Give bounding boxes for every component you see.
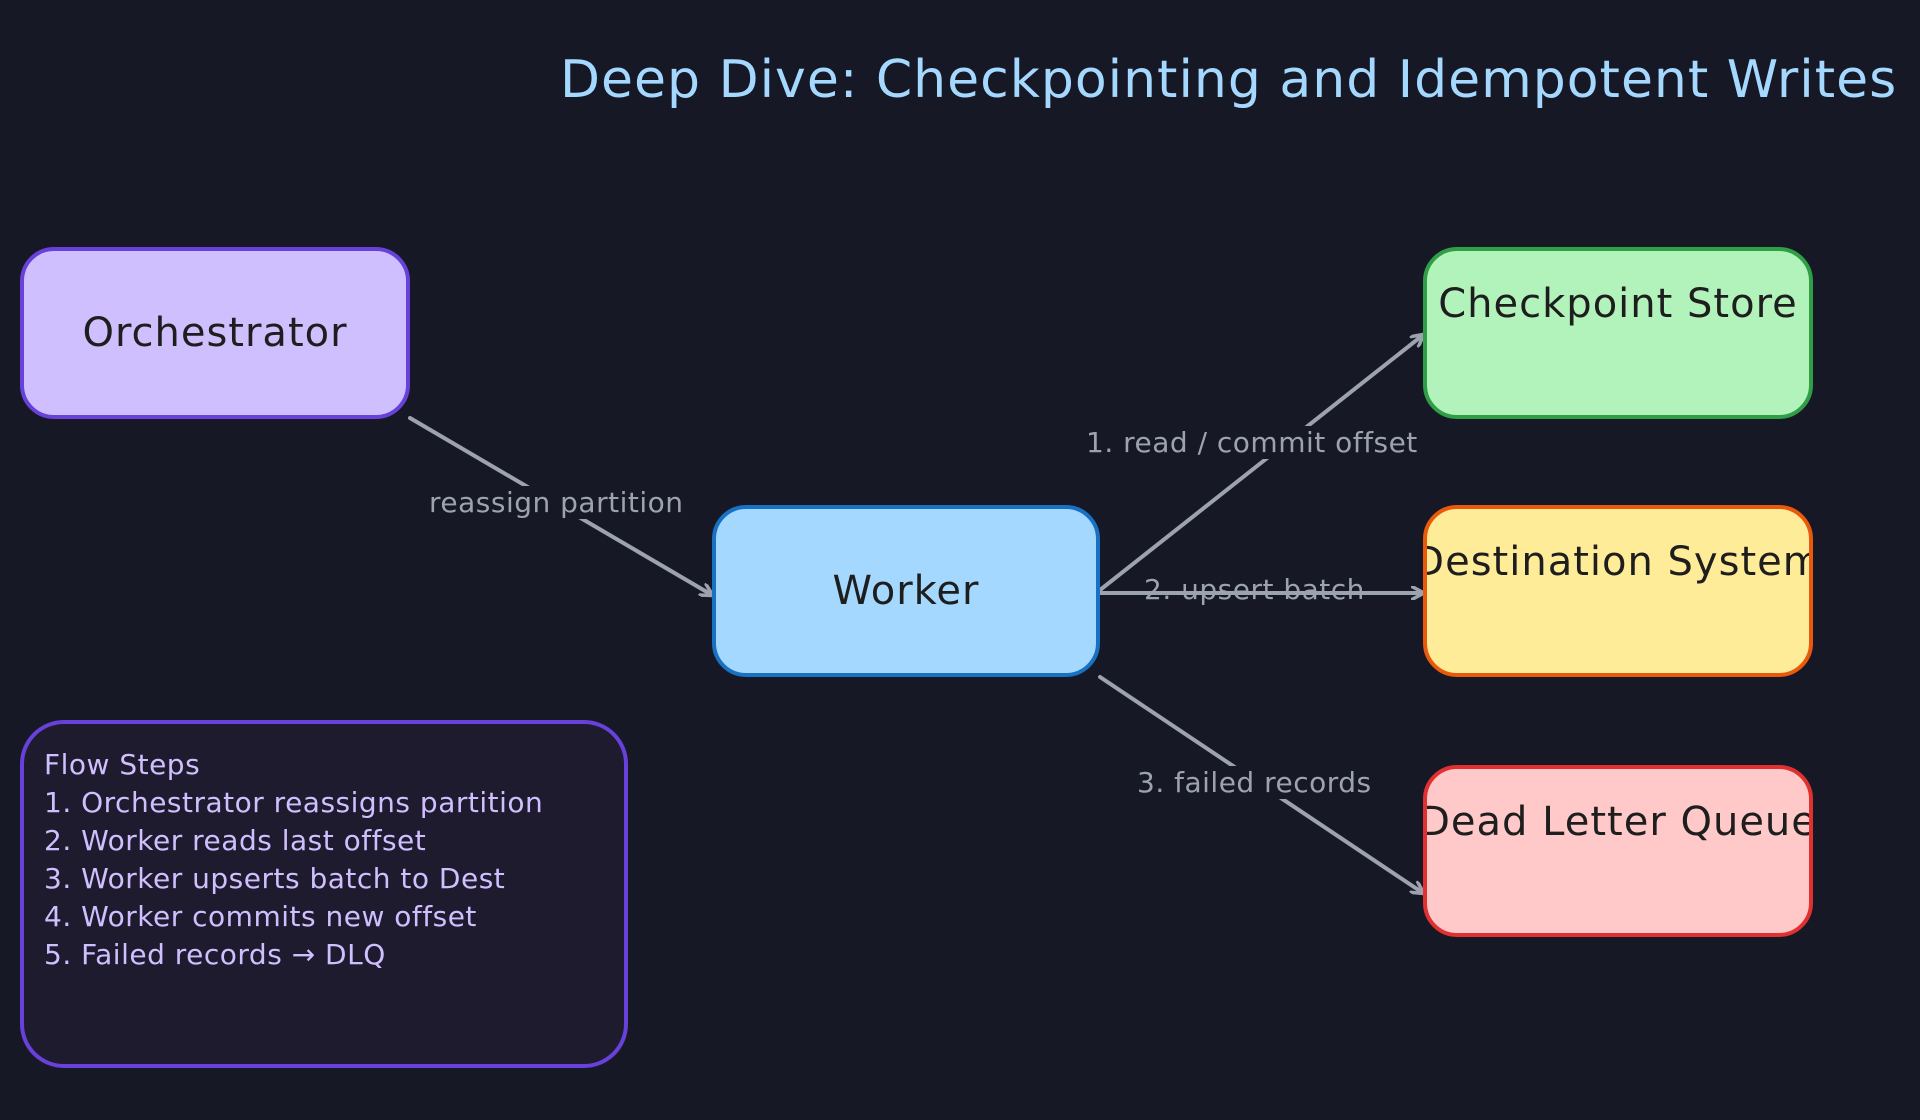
destination-system-label: Destination System xyxy=(1423,539,1813,585)
flow-step-4: 4. Worker commits new offset xyxy=(44,900,477,933)
dead-letter-queue-label: Dead Letter Queue xyxy=(1423,799,1813,845)
flow-step-2: 2. Worker reads last offset xyxy=(44,824,427,857)
checkpoint-store-label: Checkpoint Store xyxy=(1438,281,1798,327)
flow-step-3: 3. Worker upserts batch to Dest xyxy=(44,862,506,895)
flow-step-5: 5. Failed records → DLQ xyxy=(44,938,386,971)
edge-label-reassign-partition: reassign partition xyxy=(425,486,688,519)
edge-read-commit-offset xyxy=(1098,335,1423,592)
flow-step-1: 1. Orchestrator reassigns partition xyxy=(44,786,544,819)
edge-label-failed-records: 3. failed records xyxy=(1133,766,1376,799)
worker-label: Worker xyxy=(832,568,980,614)
flow-steps-box: Flow Steps 1. Orchestrator reassigns par… xyxy=(20,720,628,1068)
orchestrator-label: Orchestrator xyxy=(82,310,348,356)
checkpoint-store-node[interactable]: Checkpoint Store xyxy=(1423,247,1813,419)
edge-label-read-commit-offset: 1. read / commit offset xyxy=(1082,426,1422,459)
flow-steps-heading: Flow Steps xyxy=(44,748,201,781)
dead-letter-queue-node[interactable]: Dead Letter Queue xyxy=(1423,765,1813,937)
edge-label-upsert-batch: 2. upsert batch xyxy=(1144,573,1365,606)
diagram-title: Deep Dive: Checkpointing and Idempotent … xyxy=(560,50,1898,110)
destination-system-node[interactable]: Destination System xyxy=(1423,505,1813,677)
orchestrator-node[interactable]: Orchestrator xyxy=(20,247,410,419)
worker-node[interactable]: Worker xyxy=(712,505,1100,677)
